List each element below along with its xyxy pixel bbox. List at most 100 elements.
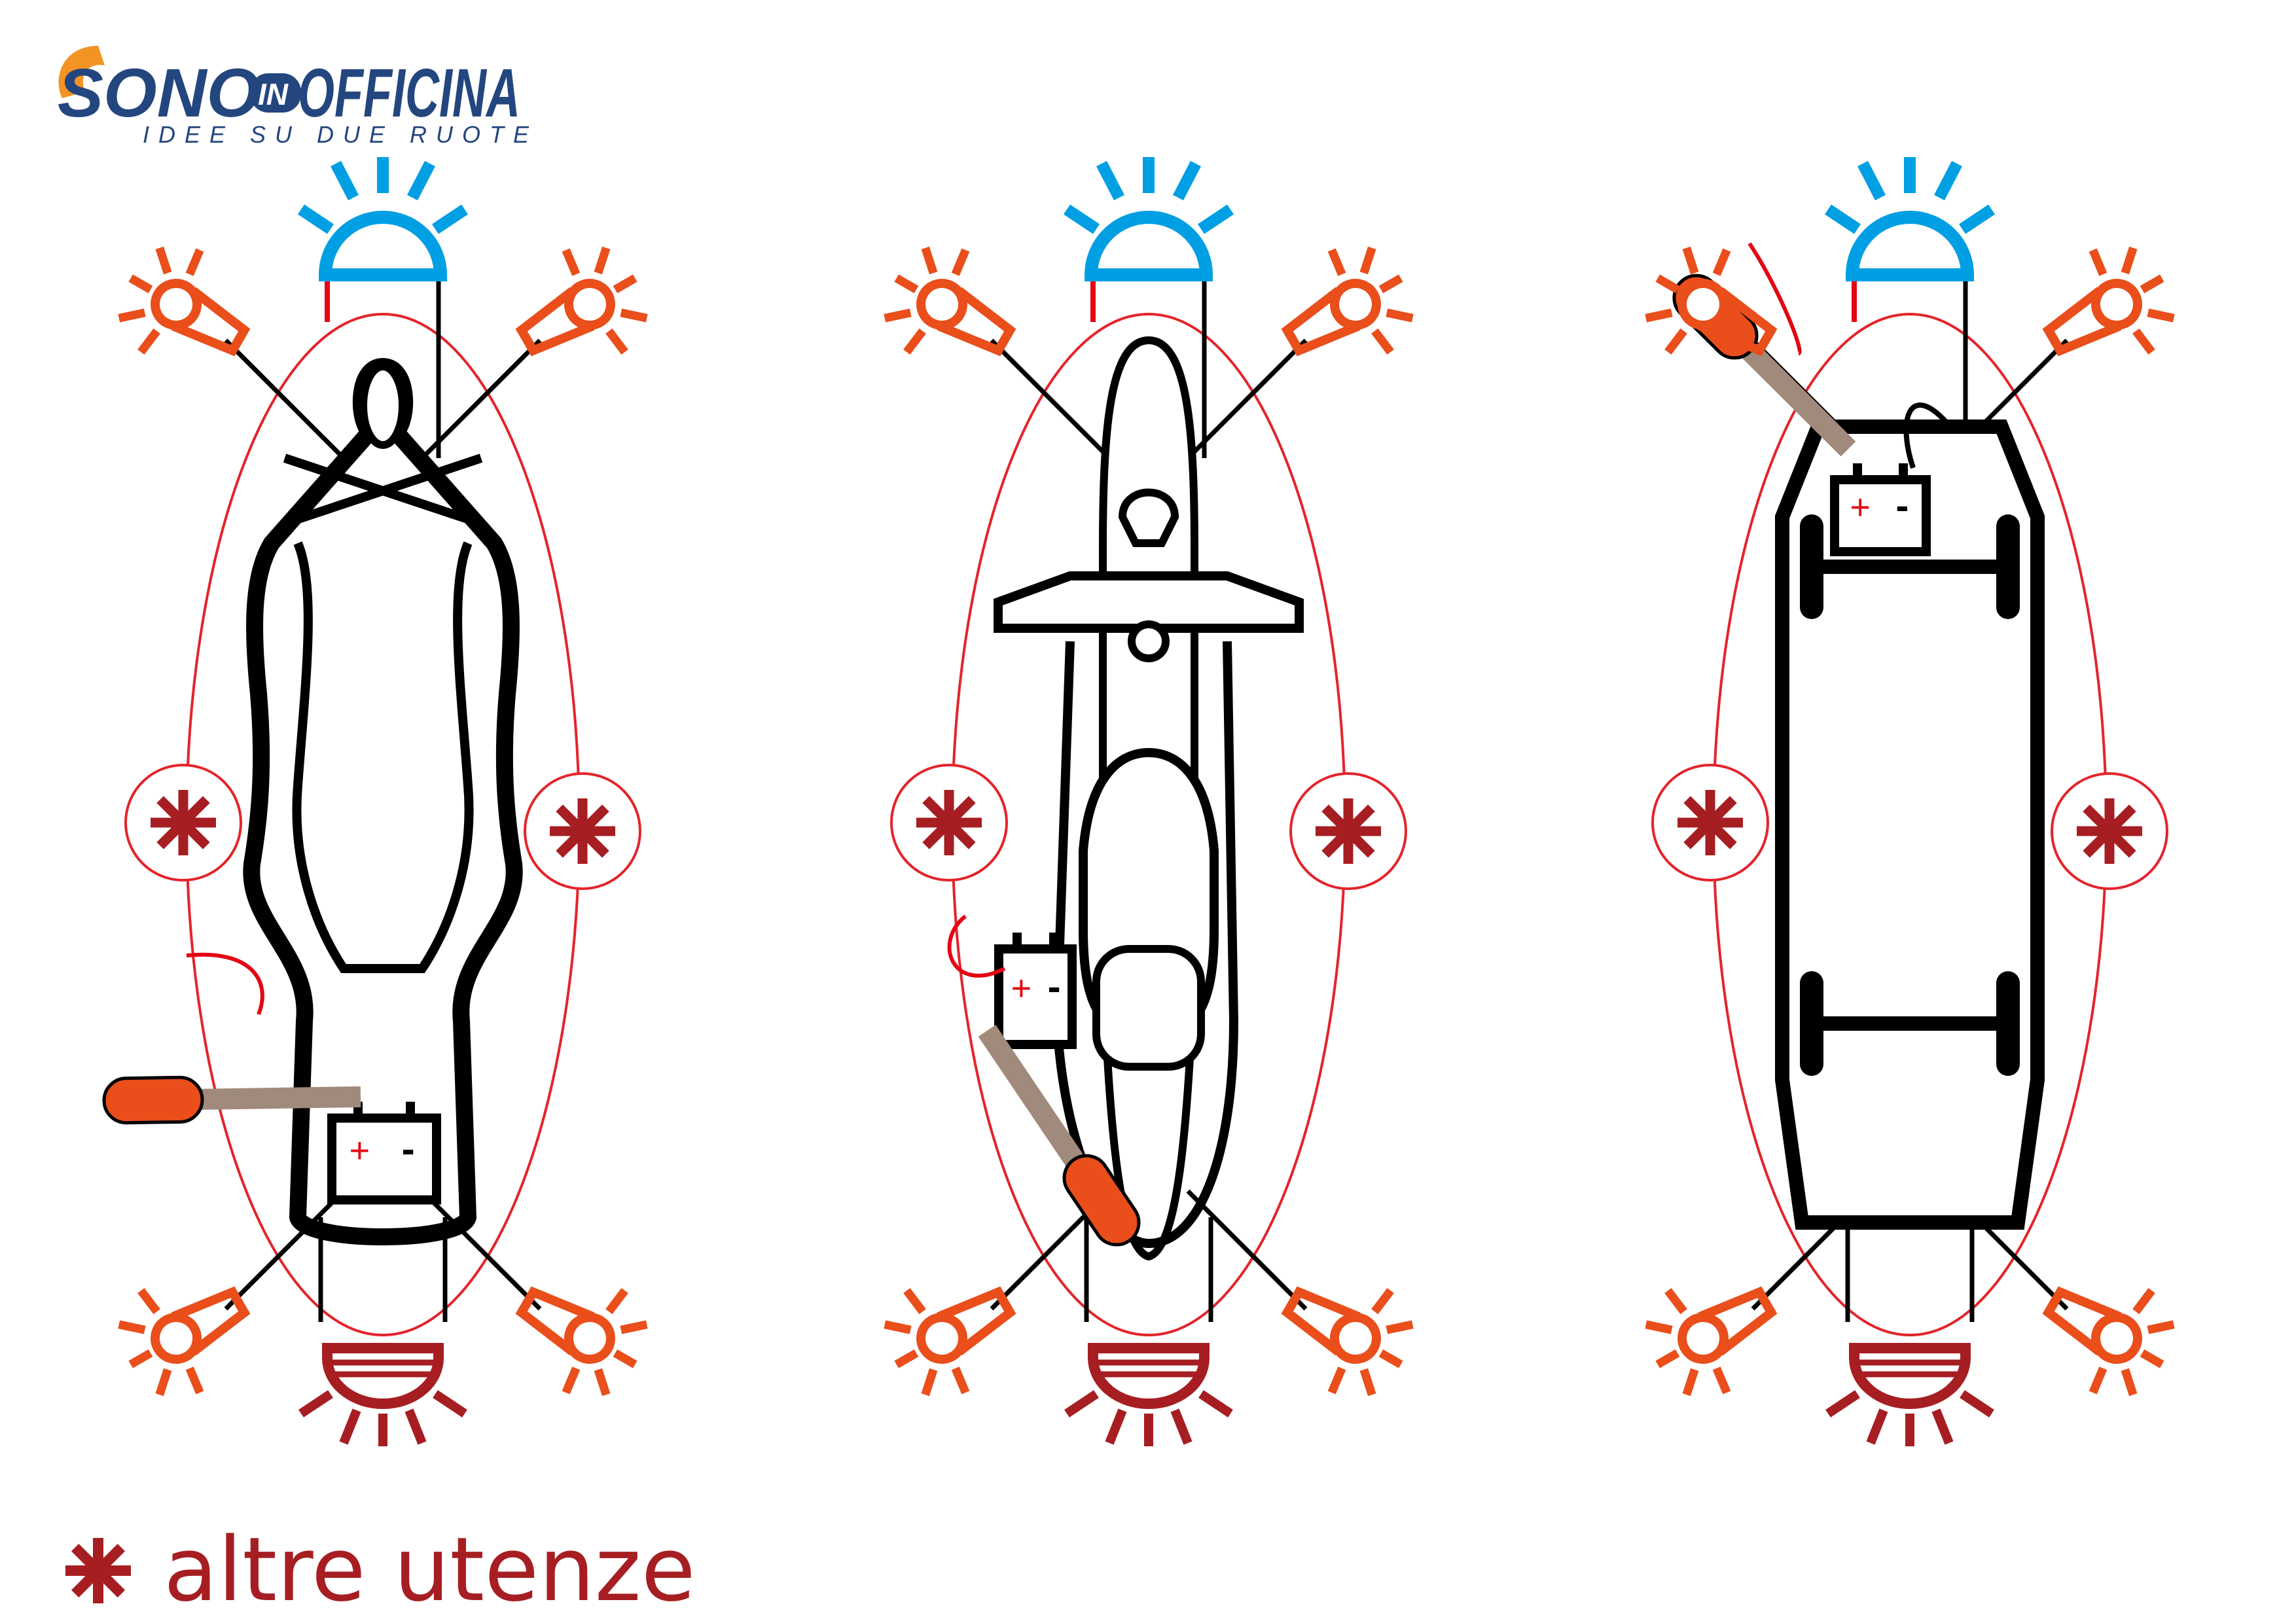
logo-word-in: IN bbox=[258, 77, 289, 111]
turn-indicator-icon bbox=[1281, 246, 1414, 357]
beacon-ray bbox=[1096, 160, 1124, 201]
logo-in-badge bbox=[250, 73, 301, 113]
wheel bbox=[1996, 514, 2020, 619]
indicator-ray bbox=[1371, 328, 1394, 355]
battery-plus: + bbox=[1011, 969, 1032, 1008]
indicator-bulb bbox=[1677, 279, 1729, 330]
wire bbox=[186, 952, 264, 1016]
indicator-bulb bbox=[564, 1313, 615, 1364]
other-accessory-icon bbox=[2051, 772, 2168, 890]
indicator-ray bbox=[2140, 1349, 2164, 1368]
switch-handle-icon bbox=[102, 1075, 361, 1125]
legend: altre utenze bbox=[65, 1518, 696, 1621]
battery-minus: - bbox=[1048, 965, 1061, 1008]
indicator-ray bbox=[594, 1368, 611, 1397]
other-accessory-icon bbox=[1651, 764, 1769, 882]
wire bbox=[1186, 338, 1308, 460]
turn-indicator-icon bbox=[118, 246, 251, 357]
wire bbox=[1903, 402, 1952, 469]
logo-swoosh-icon bbox=[58, 46, 105, 98]
blue-beacon-icon bbox=[1825, 157, 1995, 281]
indicator-bulb bbox=[2090, 1313, 2142, 1364]
indicator-ray bbox=[1371, 1288, 1394, 1315]
switch-handle-icon bbox=[978, 1025, 1141, 1247]
indicator-ray bbox=[1655, 1349, 1680, 1368]
indicator-ray bbox=[951, 248, 970, 276]
scooter-sides bbox=[1052, 641, 1239, 1249]
asterisk-icon bbox=[65, 1538, 131, 1603]
beacon-ray bbox=[1934, 160, 1962, 201]
turn-indicator-icon bbox=[884, 246, 1016, 357]
vehicle-panel-motorcycle: +- bbox=[102, 157, 648, 1446]
battery-minus: - bbox=[1895, 484, 1909, 527]
indicator-ray bbox=[562, 248, 581, 276]
rear-light-ray bbox=[1931, 1408, 1954, 1445]
rear-light-icon bbox=[1825, 1343, 1994, 1446]
indicator-ray bbox=[894, 274, 919, 294]
logo-tagline: IDEE SU DUE RUOTE bbox=[143, 121, 538, 148]
car-chassis bbox=[1775, 419, 2045, 1230]
rear-light-ray bbox=[298, 1390, 333, 1418]
rear-light-ray bbox=[433, 1390, 467, 1418]
indicator-ray bbox=[1386, 1320, 1414, 1334]
rear-light-ray bbox=[1866, 1408, 1888, 1445]
indicator-ray bbox=[2147, 308, 2175, 323]
indicator-ray bbox=[620, 1320, 648, 1334]
asterisk-stroke bbox=[556, 804, 609, 858]
turn-indicator-icon bbox=[884, 1286, 1016, 1397]
beacon-ray bbox=[432, 204, 468, 234]
indicator-ray bbox=[1645, 1320, 1673, 1334]
beacon-ray bbox=[1959, 204, 1995, 234]
indicator-bulb bbox=[151, 279, 202, 330]
turn-indicator-icon bbox=[1645, 246, 1778, 357]
indicator-ray bbox=[620, 308, 648, 323]
motorcycle-frame bbox=[243, 357, 523, 1245]
indicator-ray bbox=[1682, 246, 1699, 275]
steering-head bbox=[359, 363, 406, 449]
asterisk-icon bbox=[151, 790, 216, 855]
indicator-ray bbox=[2121, 1368, 2138, 1397]
indicator-ray bbox=[1327, 1366, 1346, 1395]
indicator-ray bbox=[1712, 1366, 1731, 1395]
indicator-ray bbox=[2089, 248, 2108, 276]
wire bbox=[420, 1189, 542, 1311]
logo-word-officina: OFFICINA bbox=[298, 55, 520, 132]
turn-indicator-icon bbox=[515, 1286, 648, 1397]
indicator-ray bbox=[1682, 1368, 1699, 1397]
rear-light-ray bbox=[1064, 1390, 1099, 1418]
engine-cover bbox=[1092, 945, 1205, 1071]
turn-indicator-icon bbox=[1281, 1286, 1414, 1397]
asterisk-icon bbox=[1316, 798, 1381, 864]
indicator-ray bbox=[1655, 274, 1680, 294]
asterisk-icon bbox=[65, 1538, 131, 1603]
other-accessory-icon bbox=[524, 772, 641, 890]
indicator-ray bbox=[1386, 308, 1414, 323]
asterisk-stroke bbox=[2083, 804, 2136, 858]
indicator-bulb bbox=[151, 1313, 202, 1364]
battery-icon: +- bbox=[327, 1101, 441, 1205]
rear-light-ray bbox=[1170, 1408, 1193, 1445]
other-accessory-icon bbox=[1289, 772, 1407, 890]
frame-inner bbox=[292, 541, 474, 973]
indicator-bulb bbox=[1329, 279, 1381, 330]
beacon-ray bbox=[407, 160, 435, 201]
indicator-ray bbox=[137, 1288, 160, 1315]
indicator-ray bbox=[185, 1366, 204, 1395]
indicator-ray bbox=[594, 246, 611, 275]
indicator-ray bbox=[128, 1349, 153, 1368]
handlebar bbox=[283, 454, 483, 528]
indicator-ray bbox=[605, 328, 628, 355]
indicator-ray bbox=[884, 1320, 912, 1334]
rear-light-ray bbox=[404, 1408, 427, 1445]
indicator-ray bbox=[155, 1368, 172, 1397]
beacon-ray bbox=[1825, 204, 1861, 234]
indicator-ray bbox=[2132, 328, 2155, 355]
beacon-ray bbox=[1064, 204, 1100, 234]
indicator-ray bbox=[894, 1349, 919, 1368]
indicator-ray bbox=[1378, 274, 1403, 294]
vehicle-panel-scooter: +- bbox=[884, 157, 1414, 1446]
battery-plus: + bbox=[1850, 488, 1871, 527]
battery-icon: +- bbox=[1830, 463, 1931, 556]
indicator-ray bbox=[1645, 308, 1673, 323]
